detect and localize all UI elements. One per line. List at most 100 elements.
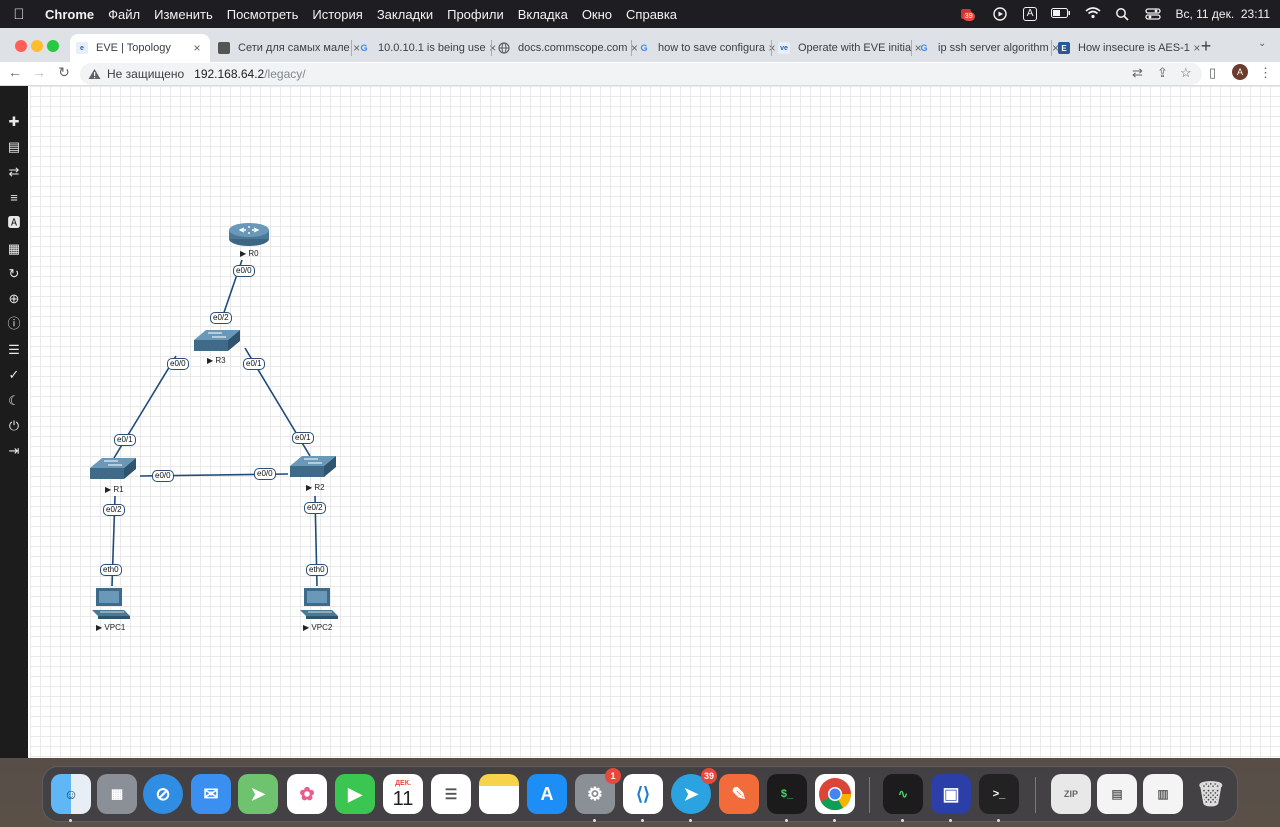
text-icon[interactable]: 🅰 <box>7 215 21 230</box>
bookmark-star-icon[interactable]: ☆ <box>1180 65 1192 80</box>
menu-help[interactable]: Справка <box>626 6 678 22</box>
tab-search-icon[interactable]: ⌄ <box>1258 38 1267 49</box>
tab-eve-topology[interactable]: e EVE | Topology × <box>70 34 210 62</box>
vscode-icon[interactable]: ⟨⟩ <box>623 774 663 814</box>
input-source-indicator[interactable]: A <box>1022 7 1038 21</box>
router-icon[interactable] <box>228 220 272 248</box>
warning-icon[interactable] <box>88 68 101 80</box>
port-label[interactable]: e0/1 <box>292 432 314 444</box>
node-label-r1[interactable]: ▶ R1 <box>105 485 124 494</box>
switch-icon[interactable] <box>88 456 138 482</box>
check-icon[interactable]: ✓ <box>8 367 20 382</box>
battery-icon[interactable] <box>1051 7 1071 21</box>
port-label[interactable]: e0/0 <box>167 358 189 370</box>
port-label[interactable]: e0/2 <box>210 312 232 324</box>
port-label[interactable]: e0/2 <box>304 502 326 514</box>
dark-mode-icon[interactable]: ☾ <box>8 393 20 408</box>
port-label[interactable]: e0/0 <box>152 470 174 482</box>
maps-icon[interactable]: ➤ <box>238 774 278 814</box>
downloads-stack-icon[interactable]: ▤ <box>1097 774 1137 814</box>
node-label-r2[interactable]: ▶ R2 <box>306 483 325 492</box>
node-label-r0[interactable]: ▶ R0 <box>240 249 259 258</box>
calendar-icon[interactable]: ДЕК. 11 <box>383 774 423 814</box>
logout-icon[interactable]: ⇥ <box>8 443 20 458</box>
tab-google-ssh[interactable]: G ip ssh server algorithm × <box>912 34 1059 62</box>
switch-icon[interactable] <box>192 328 242 354</box>
tab-close-icon[interactable]: × <box>353 41 361 55</box>
forward-button[interactable]: → <box>32 64 46 80</box>
menubar-datetime[interactable]: Вс, 11 дек. 23:11 <box>1175 7 1270 21</box>
chrome-icon[interactable] <box>815 774 855 814</box>
tab-close-icon[interactable]: × <box>489 41 497 55</box>
close-window-button[interactable] <box>15 40 27 52</box>
telegram-icon[interactable]: ➤ 39 <box>671 768 717 814</box>
tab-commscope[interactable]: docs.commscope.com × <box>492 34 638 62</box>
node-label-vpc2[interactable]: ▶ VPC2 <box>303 623 333 632</box>
share-icon[interactable]: ⇪ <box>1157 65 1168 80</box>
menu-history[interactable]: История <box>312 6 363 22</box>
safari-icon[interactable]: ⊘ <box>143 774 183 814</box>
reminders-icon[interactable]: ☰ <box>431 774 471 814</box>
new-tab-button[interactable]: + <box>1200 36 1212 56</box>
grid-icon[interactable]: ▦ <box>7 241 21 256</box>
menu-edit[interactable]: Изменить <box>154 6 213 22</box>
log-icon[interactable]: ☰ <box>8 342 20 357</box>
finder-icon[interactable]: ☺ <box>51 774 91 814</box>
tab-close-icon[interactable]: × <box>1052 41 1060 55</box>
pc-icon[interactable] <box>90 586 132 620</box>
mail-icon[interactable]: ✉ <box>191 774 231 814</box>
back-button[interactable]: ← <box>8 64 22 80</box>
connections-icon[interactable]: ⇄ <box>8 164 20 179</box>
launchpad-icon[interactable]: ▦ <box>97 774 137 814</box>
system-settings-icon[interactable]: ⚙ 1 <box>575 768 621 814</box>
photos-icon[interactable]: ✿ <box>287 774 327 814</box>
menu-app-name[interactable]: Chrome <box>45 6 95 22</box>
security-label[interactable]: Не защищено <box>107 67 185 81</box>
pc-icon[interactable] <box>298 586 340 620</box>
profile-avatar[interactable]: A <box>1232 64 1248 80</box>
chrome-menu-icon[interactable]: ⋮ <box>1259 65 1272 80</box>
tab-close-icon[interactable]: × <box>768 41 776 55</box>
translate-icon[interactable]: ⇄ <box>1132 65 1143 80</box>
tab-close-icon[interactable]: × <box>193 41 201 55</box>
address-bar[interactable]: Не защищено 192.168.64.2 /legacy/ <box>80 63 1202 85</box>
notes-icon[interactable] <box>479 774 519 814</box>
tab-close-icon[interactable]: × <box>914 41 922 55</box>
port-label[interactable]: e0/1 <box>114 434 136 446</box>
spotlight-search-icon[interactable] <box>1115 7 1131 21</box>
utm-icon[interactable]: ▣ <box>931 774 971 814</box>
refresh-icon[interactable]: ↻ <box>8 266 20 281</box>
postman-icon[interactable]: ✎ <box>719 774 759 814</box>
add-icon[interactable]: ✚ <box>8 114 20 129</box>
menu-tab[interactable]: Вкладка <box>517 6 568 22</box>
tab-close-icon[interactable]: × <box>630 41 638 55</box>
tab-eve-operate[interactable]: ve Operate with EVE initia × <box>772 34 922 62</box>
tab-networks[interactable]: Сети для самых мале × <box>212 34 360 62</box>
play-circle-icon[interactable] <box>993 7 1009 21</box>
menu-bookmarks[interactable]: Закладки <box>376 6 434 22</box>
topology-canvas[interactable]: ▶ R0 ▶ R3 ▶ R1 <box>30 86 1280 758</box>
tab-close-icon[interactable]: × <box>1193 41 1201 55</box>
switch-icon[interactable] <box>288 454 338 480</box>
notification-app-icon[interactable]: 39 <box>959 7 979 21</box>
menu-file[interactable]: Файл <box>108 6 141 22</box>
menu-view[interactable]: Посмотреть <box>226 6 299 22</box>
nodes-icon[interactable]: ▤ <box>7 139 21 154</box>
tab-google-ip[interactable]: G 10.0.10.1 is being use × <box>352 34 496 62</box>
port-label[interactable]: e0/1 <box>243 358 265 370</box>
list-icon[interactable]: ≡ <box>10 190 18 205</box>
power-icon[interactable]: ⏻ <box>8 418 20 433</box>
port-label[interactable]: eth0 <box>306 564 328 576</box>
control-center-icon[interactable] <box>1145 7 1162 21</box>
menu-profiles[interactable]: Профили <box>447 6 504 22</box>
app-store-icon[interactable]: A <box>527 774 567 814</box>
tab-aes[interactable]: E How insecure is AES-1 × <box>1052 34 1200 62</box>
menu-window[interactable]: Окно <box>581 6 613 22</box>
zoom-window-button[interactable] <box>47 40 59 52</box>
apple-icon[interactable]:  <box>0 6 38 23</box>
terminal-icon[interactable]: $_ <box>767 774 807 814</box>
port-label[interactable]: eth0 <box>100 564 122 576</box>
trash-icon[interactable]: 🗑 <box>1195 780 1227 808</box>
port-label[interactable]: e0/0 <box>233 265 255 277</box>
zip-file-icon[interactable]: ZIP <box>1051 774 1091 814</box>
